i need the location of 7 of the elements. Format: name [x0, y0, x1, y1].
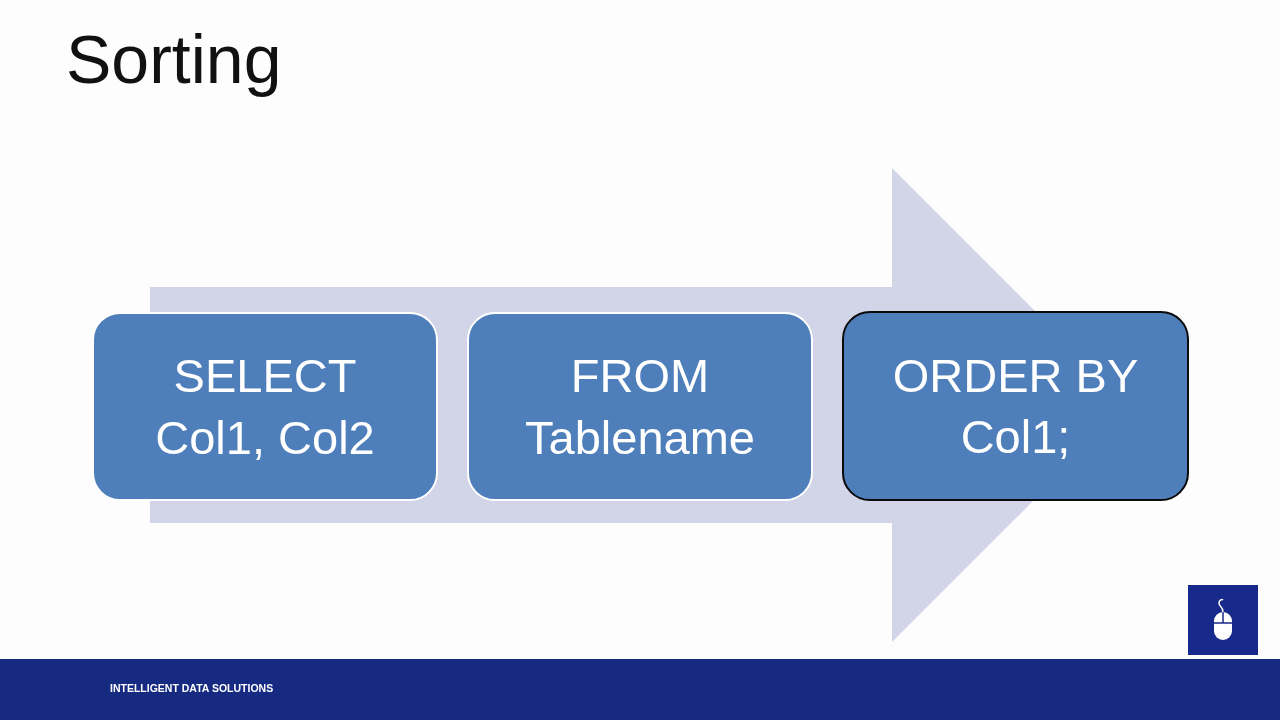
clause-text: SELECT Col1, Col2: [154, 348, 376, 466]
process-box: [92, 312, 438, 501]
process-box: [842, 311, 1189, 501]
clause-text: FROM Tablename: [524, 348, 756, 466]
tagline-text: INTELLIGENT DATA SOLUTIONS: [110, 682, 274, 694]
clause-text: ORDER BY Col1;: [891, 347, 1140, 465]
slide-title: Sorting: [66, 22, 282, 97]
